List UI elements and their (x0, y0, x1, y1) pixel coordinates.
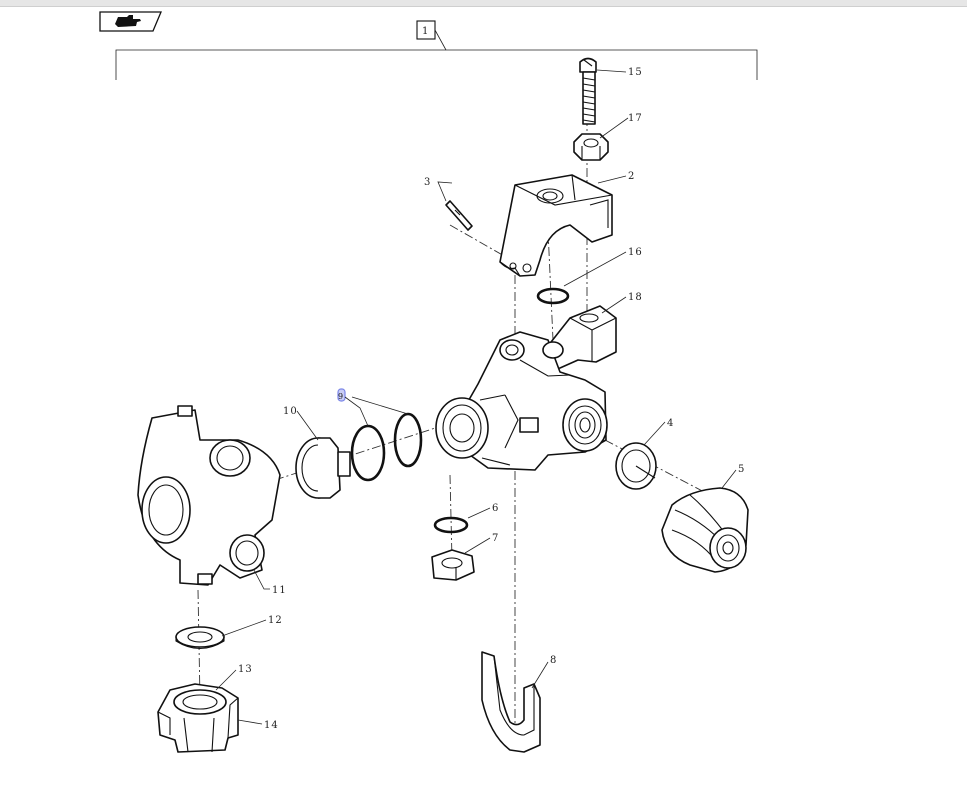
part-2-clamp[interactable] (499, 174, 613, 277)
callout-4[interactable]: 4 (667, 418, 674, 429)
part-4-disc[interactable] (615, 442, 657, 490)
callout-3[interactable]: 3 (424, 177, 431, 188)
callout-6[interactable]: 6 (492, 503, 499, 514)
callout-11[interactable]: 11 (272, 585, 287, 596)
selected-callout-marker[interactable] (337, 388, 346, 402)
callout-10[interactable]: 10 (283, 406, 298, 417)
part-5-nozzle-cap[interactable] (661, 487, 749, 573)
part-11-nozzle-body[interactable] (137, 405, 281, 586)
callout-labels: 15 17 2 3 16 18 9 10 4 5 6 7 11 12 13 14… (238, 67, 745, 731)
part-8-clip[interactable] (481, 651, 541, 753)
callout-16[interactable]: 16 (628, 247, 643, 258)
hand-pointer-icon (115, 15, 141, 27)
top-bar (0, 0, 967, 7)
callout-9[interactable]: 9 (338, 392, 344, 401)
callout-8[interactable]: 8 (550, 655, 557, 666)
callout-7[interactable]: 7 (492, 533, 499, 544)
part-13-14-bayonet-cap[interactable] (157, 683, 239, 753)
part-3-pin[interactable] (445, 200, 473, 231)
part-16-o-ring[interactable] (536, 287, 570, 305)
part-17-hex-nut[interactable] (573, 133, 609, 161)
callout-17[interactable]: 17 (628, 113, 643, 124)
callout-18[interactable]: 18 (628, 292, 643, 303)
part-9-o-rings[interactable] (350, 412, 423, 482)
callout-14[interactable]: 14 (264, 720, 279, 731)
callout-5[interactable]: 5 (738, 464, 745, 475)
navigation-tag[interactable] (99, 11, 162, 32)
part-12-washer[interactable] (175, 626, 225, 650)
callout-2[interactable]: 2 (628, 171, 635, 182)
valve-body[interactable] (435, 331, 608, 471)
part-15-screw[interactable] (579, 57, 597, 125)
part-6-o-ring[interactable] (433, 516, 469, 534)
callout-12[interactable]: 12 (268, 615, 283, 626)
part-7-adapter[interactable] (431, 549, 475, 581)
callout-15[interactable]: 15 (628, 67, 643, 78)
assembly-number-label: 1 (422, 26, 429, 37)
callout-13[interactable]: 13 (238, 664, 253, 675)
part-10-piston[interactable] (295, 437, 351, 499)
leader-lines (215, 69, 737, 725)
assembly-bracket: 1 (115, 20, 758, 80)
